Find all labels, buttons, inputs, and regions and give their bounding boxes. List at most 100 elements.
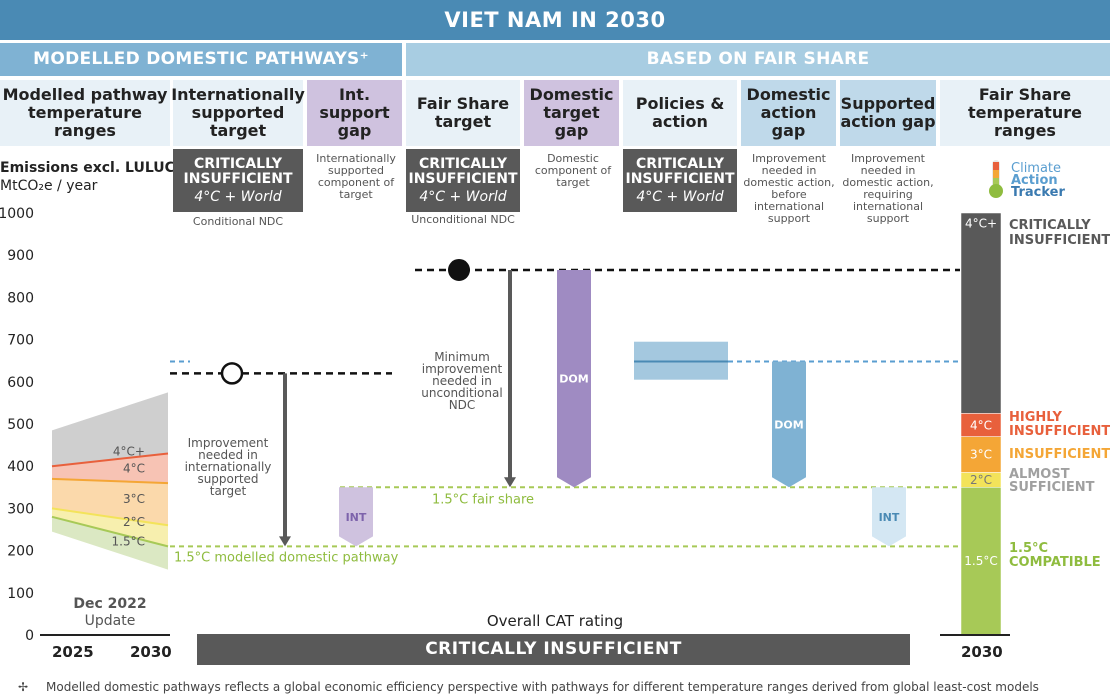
- col-fair-share-ranges: Fair Share temperature ranges: [940, 80, 1110, 146]
- footnote-symbol: ✢: [18, 680, 29, 694]
- year-end: 2030: [130, 643, 172, 661]
- y-tick-label: 900: [7, 248, 34, 264]
- col-modelled-ranges: Modelled pathway temperature ranges: [0, 80, 170, 146]
- note-improve-domestic: Improvement needed in domestic action, b…: [743, 152, 835, 225]
- axis-unit: MtCO₂e / year: [0, 178, 98, 194]
- y-tick-label: 200: [7, 544, 34, 560]
- dom-action-gap-bar: [772, 361, 806, 488]
- y-tick-label: 300: [7, 501, 34, 517]
- unconditional-ndc-marker: [448, 258, 470, 281]
- modelled-range-label: 3°C: [123, 492, 145, 506]
- modelled-range-band: [52, 516, 168, 570]
- modelled-domestic-label: 1.5°C modelled domestic pathway: [174, 550, 399, 565]
- footnote: Modelled domestic pathways reflects a gl…: [46, 680, 1039, 694]
- fair-range-segment: [960, 212, 1002, 414]
- dec-label: Dec 2022: [73, 596, 147, 612]
- logo-line1: Climate: [1011, 161, 1062, 176]
- fair-range-rating-label: INSUFFICIENT: [1009, 233, 1110, 248]
- y-tick-label: 1000: [0, 206, 34, 222]
- modelled-range-band: [52, 508, 168, 547]
- fair-range-temp-label: 4°C+: [965, 217, 997, 231]
- dom-gap-bar: [557, 269, 591, 488]
- modelled-range-line: [51, 507, 169, 527]
- rating-unconditional: CRITICALLY INSUFFICIENT 4°C + World: [406, 149, 520, 212]
- axis-label: Emissions excl. LULUCF: [0, 160, 185, 176]
- int-gap-bar: [339, 487, 373, 547]
- sup-action-gap-bar: [872, 487, 906, 547]
- col-fair-share-target: Fair Share target: [406, 80, 520, 146]
- fair-range-temp-label: 4°C: [970, 418, 992, 432]
- note-min-improve: Minimum improvement needed in unconditio…: [421, 350, 503, 412]
- logo-line3: Tracker: [1011, 185, 1065, 200]
- page-title: VIET NAM IN 2030: [0, 0, 1110, 40]
- modelled-range-label: 2°C: [123, 515, 145, 529]
- fair-range-segment: [960, 436, 1002, 473]
- note-conditional-ndc: Conditional NDC: [192, 215, 284, 228]
- rating-line1: CRITICALLY: [636, 155, 724, 172]
- note-int-component: Internationally supported component of t…: [316, 152, 396, 201]
- modelled-range-label: 4°C+: [113, 444, 145, 458]
- arrow-intl-head: [279, 536, 291, 547]
- col-policies-action: Policies & action: [623, 80, 737, 146]
- modelled-range-label: 4°C: [123, 461, 145, 475]
- note-improve-intl: Improvement needed in internationally su…: [184, 436, 272, 498]
- overall-rating-label: Overall CAT rating: [486, 612, 624, 630]
- y-tick-label: 700: [7, 333, 34, 349]
- rating-line3: 4°C + World: [419, 188, 507, 205]
- fair-range-temp-label: 1.5°C: [964, 554, 997, 568]
- fair-range-rating-label: HIGHLY: [1009, 410, 1063, 425]
- fair-range-rating-label: COMPATIBLE: [1009, 555, 1101, 570]
- col-supported-action-gap: Supported action gap: [840, 80, 936, 146]
- sup-action-gap-bar-label: INT: [879, 511, 900, 524]
- rating-line2: INSUFFICIENT: [408, 170, 518, 187]
- note-unconditional-ndc: Unconditional NDC: [411, 213, 515, 226]
- rating-policies: CRITICALLY INSUFFICIENT 4°C + World: [623, 149, 737, 212]
- overall-rating-value: CRITICALLY INSUFFICIENT: [197, 634, 910, 665]
- update-label: Update: [84, 613, 136, 629]
- rating-line1: CRITICALLY: [194, 155, 282, 172]
- rating-line3: 4°C + World: [194, 188, 282, 205]
- cat-logo: Climate Action Tracker: [985, 158, 1095, 200]
- y-tick-label: 400: [7, 459, 34, 475]
- modelled-range-line: [51, 477, 169, 485]
- y-tick-label: 100: [7, 586, 34, 602]
- thermometer-icon: [989, 160, 1003, 198]
- modelled-range-band: [52, 478, 168, 526]
- fair-range-rating-label: SUFFICIENT: [1009, 480, 1095, 495]
- section-modelled-domestic: MODELLED DOMESTIC PATHWAYS⁺: [0, 43, 402, 76]
- modelled-range-line: [51, 452, 169, 468]
- year-start: 2025: [52, 643, 94, 661]
- logo-line2: Action: [1011, 173, 1058, 188]
- col-int-support-gap: Int. support gap: [307, 80, 402, 146]
- year-right: 2030: [961, 643, 1003, 661]
- rating-line3: 4°C + World: [636, 188, 724, 205]
- note-improve-supported: Improvement needed in domestic action, r…: [842, 152, 934, 225]
- y-tick-label: 500: [7, 417, 34, 433]
- rating-line1: CRITICALLY: [419, 155, 507, 172]
- fair-range-temp-label: 3°C: [970, 447, 992, 461]
- modelled-range-line: [51, 515, 169, 548]
- dom-action-gap-bar-label: DOM: [774, 418, 803, 431]
- modelled-range-label: 1.5°C: [112, 534, 145, 548]
- fair-range-rating-label: CRITICALLY: [1009, 218, 1091, 233]
- note-dom-component: Domestic component of target: [534, 152, 612, 189]
- fair-range-rating-label: 1.5°C: [1009, 541, 1048, 556]
- rating-intl-target: CRITICALLY INSUFFICIENT 4°C + World: [173, 149, 303, 212]
- col-domestic-target-gap: Domestic target gap: [524, 80, 619, 146]
- modelled-range-band: [52, 453, 168, 484]
- rating-line2: INSUFFICIENT: [183, 170, 293, 187]
- fair-range-segment: [960, 487, 1002, 636]
- int-gap-bar-label: INT: [346, 511, 367, 524]
- fair-range-rating-label: INSUFFICIENT: [1009, 447, 1110, 462]
- col-intl-target: Internationally supported target: [171, 80, 305, 146]
- conditional-ndc-marker: [220, 362, 244, 385]
- fair-range-temp-label: 2°C: [970, 473, 992, 487]
- rating-line2: INSUFFICIENT: [625, 170, 735, 187]
- fair-share-label: 1.5°C fair share: [432, 492, 534, 507]
- y-tick-label: 0: [25, 628, 34, 644]
- section-fair-share: BASED ON FAIR SHARE: [406, 43, 1110, 76]
- col-domestic-action-gap: Domestic action gap: [741, 80, 836, 146]
- dom-gap-bar-label: DOM: [559, 373, 588, 386]
- modelled-range-band: [52, 392, 168, 467]
